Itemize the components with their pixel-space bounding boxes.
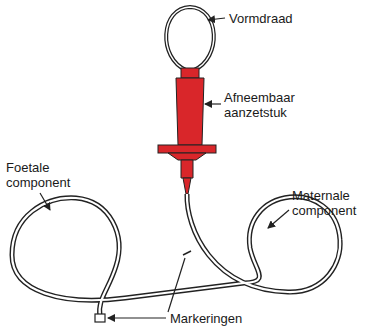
catheter-lumen <box>12 194 340 316</box>
part-label: Foetale component <box>6 160 86 190</box>
wire-loop-inner <box>166 7 214 70</box>
introducer <box>158 68 216 194</box>
wire-loop <box>166 7 214 70</box>
catheter-tube <box>12 194 340 316</box>
part-label: Afneembaar aanzetstuk <box>224 90 319 120</box>
part-label: Maternale component <box>292 188 382 218</box>
leader-lines <box>40 18 289 318</box>
marking <box>183 251 191 255</box>
tip-marker <box>95 314 105 322</box>
part-label: Vormdraad <box>229 11 349 26</box>
part-label: Markeringen <box>170 311 280 326</box>
